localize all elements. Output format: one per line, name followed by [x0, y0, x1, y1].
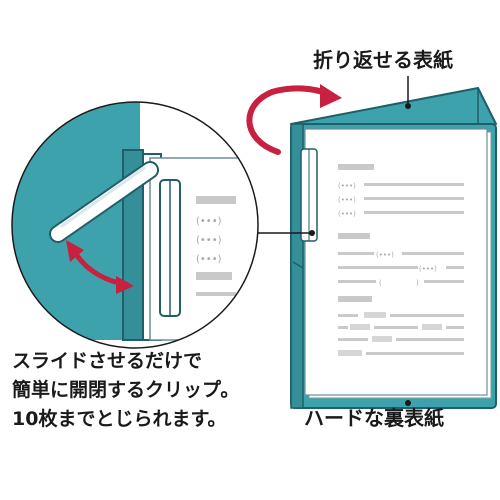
zoom-paren-3: (•••)	[196, 254, 222, 265]
document-content: (•••) (•••) (•••) (•••) (•••) ( )	[338, 164, 464, 356]
zoom-paren-2: (•••)	[196, 235, 222, 246]
top-cover-label: 折り返せる表紙	[313, 48, 453, 72]
folder-illustration: (•••) (•••) (•••) (•••) (•••) ( )	[290, 87, 497, 409]
front-cover-flap	[290, 87, 497, 125]
feature-caption: スライドさせるだけで 簡単に開閉するクリップ。 10枚までとじられます。	[12, 347, 239, 434]
magnified-clip-view: (•••) (•••) (•••)	[11, 101, 259, 349]
doc-paren-1: (•••)	[338, 182, 356, 190]
folder-spine	[290, 123, 304, 409]
doc-paren-3: (•••)	[338, 210, 356, 218]
caption-line-3: 10枚までとじられます。	[12, 408, 227, 430]
caption-line-2: 簡単に開閉するクリップ。	[12, 379, 240, 401]
doc-paren-close: )	[416, 279, 419, 287]
magnify-ring	[11, 101, 259, 349]
caption-line-1: スライドさせるだけで	[12, 350, 203, 372]
paper-sheet	[304, 128, 488, 396]
back-cover-label: ハードな裏表紙	[304, 406, 444, 430]
doc-paren-2: (•••)	[338, 196, 356, 204]
fold-arrow	[246, 85, 331, 155]
fold-arrowhead	[320, 84, 342, 108]
zoom-paren-1: (•••)	[196, 216, 222, 227]
doc-paren-5: (•••)	[419, 265, 437, 273]
doc-paren-open: (	[379, 279, 382, 287]
doc-paren-4: (•••)	[376, 251, 394, 259]
